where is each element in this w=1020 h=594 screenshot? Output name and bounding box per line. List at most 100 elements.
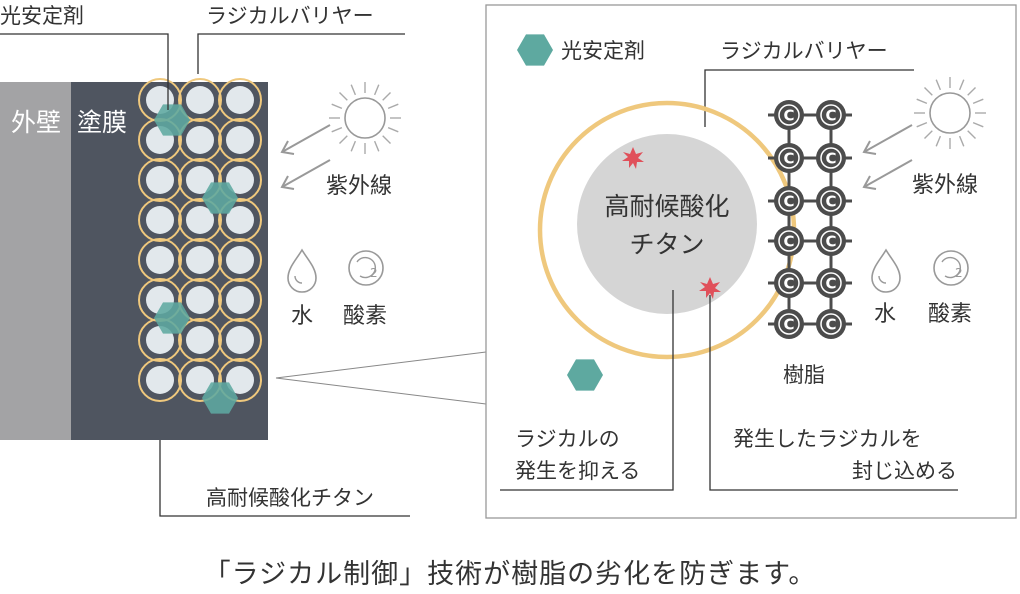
suppress-label-line2: 発生を抑える xyxy=(515,459,640,483)
svg-text:C: C xyxy=(783,193,794,211)
carbon-atom: C xyxy=(774,186,804,216)
barrier-ring xyxy=(178,198,222,242)
carbon-atom: C xyxy=(774,226,804,256)
detail-light-stabilizer-label: 光安定剤 xyxy=(561,39,645,63)
light-stabilizer-leader xyxy=(0,33,169,110)
titanium-particle xyxy=(186,286,214,314)
detail-radical-barrier-label: ラジカルバリヤー xyxy=(720,39,888,63)
titanium-particle xyxy=(226,166,254,194)
titanium-particle xyxy=(226,286,254,314)
titanium-leader xyxy=(159,440,410,517)
radical-barrier-label: ラジカルバリヤー xyxy=(206,4,374,28)
titanium-particle xyxy=(186,366,214,394)
titanium-particle xyxy=(186,246,214,274)
titanium-particle-grid xyxy=(138,78,262,414)
coating-label-char1: 塗膜 xyxy=(77,108,127,137)
oxygen-icon: 2 xyxy=(348,250,384,286)
resin-label: 樹脂 xyxy=(783,363,825,387)
titanium-label-line2: チタン xyxy=(629,230,704,259)
titanium-particle xyxy=(186,166,214,194)
carbon-atom: C xyxy=(774,100,804,130)
titanium-particle xyxy=(226,126,254,154)
titanium-label-line1: 高耐候酸化 xyxy=(604,192,729,221)
titanium-particle xyxy=(226,246,254,274)
barrier-ring xyxy=(178,278,222,322)
titanium-particle xyxy=(146,166,174,194)
uv-arrow-icon xyxy=(281,124,331,155)
svg-text:2: 2 xyxy=(955,266,963,280)
barrier-ring xyxy=(138,238,182,282)
carbon-atom: C xyxy=(816,186,846,216)
barrier-ring xyxy=(178,118,222,162)
callout-connector xyxy=(275,377,487,405)
barrier-ring xyxy=(218,198,262,242)
detail-water-label: 水 xyxy=(874,302,896,327)
titanium-core xyxy=(577,134,757,314)
barrier-ring xyxy=(138,358,182,402)
titanium-label: 高耐候酸化チタン xyxy=(206,486,374,510)
barrier-ring xyxy=(218,318,262,362)
detail-uv-label: 紫外線 xyxy=(912,173,978,198)
barrier-ring xyxy=(178,158,222,202)
barrier-ring xyxy=(218,78,262,122)
barrier-ring xyxy=(138,158,182,202)
barrier-ring xyxy=(218,358,262,402)
svg-text:C: C xyxy=(825,107,836,125)
barrier-ring xyxy=(178,238,222,282)
sun-icon xyxy=(328,81,402,155)
carbon-atom: C xyxy=(774,268,804,298)
contain-label-line1: 発生したラジカルを xyxy=(733,427,922,451)
barrier-ring xyxy=(218,118,262,162)
oxygen-icon: 2 xyxy=(933,250,969,286)
svg-text:C: C xyxy=(783,275,794,293)
titanium-particle xyxy=(186,206,214,234)
callout-connector xyxy=(275,351,487,379)
titanium-particle xyxy=(226,326,254,354)
titanium-particle xyxy=(226,206,254,234)
contain-label-line2: 封じ込める xyxy=(852,459,957,483)
titanium-particle xyxy=(186,326,214,354)
wall-layer xyxy=(0,82,71,440)
caption: 「ラジカル制御」技術が樹脂の劣化を防ぎます。 xyxy=(203,559,817,590)
svg-text:C: C xyxy=(783,107,794,125)
carbon-atom: C xyxy=(774,143,804,173)
suppress-label-line1: ラジカルの xyxy=(515,427,620,451)
contain-leader xyxy=(709,295,958,491)
light-stabilizer-label: 光安定剤 xyxy=(0,4,84,28)
barrier-ring xyxy=(178,358,222,402)
uv-label: 紫外線 xyxy=(326,174,392,199)
carbon-atom: C xyxy=(816,309,846,339)
barrier-ring xyxy=(218,278,262,322)
titanium-particle xyxy=(226,86,254,114)
svg-text:2: 2 xyxy=(370,266,378,280)
svg-text:C: C xyxy=(783,150,794,168)
titanium-particle xyxy=(226,366,254,394)
titanium-particle xyxy=(186,86,214,114)
svg-text:C: C xyxy=(825,150,836,168)
svg-text:C: C xyxy=(825,316,836,334)
barrier-ring xyxy=(218,238,262,282)
uv-arrow-icon xyxy=(281,159,331,190)
svg-text:C: C xyxy=(825,275,836,293)
barrier-ring xyxy=(218,158,262,202)
titanium-particle xyxy=(146,366,174,394)
barrier-ring xyxy=(138,198,182,242)
titanium-particle xyxy=(186,126,214,154)
svg-text:C: C xyxy=(783,316,794,334)
detail-oxygen-label: 酸素 xyxy=(928,302,972,327)
titanium-particle xyxy=(146,206,174,234)
carbon-atom: C xyxy=(816,143,846,173)
carbon-atom: C xyxy=(816,268,846,298)
water-icon xyxy=(287,249,317,293)
water-label: 水 xyxy=(291,304,313,329)
radical-barrier-leader xyxy=(197,33,405,74)
svg-text:C: C xyxy=(825,193,836,211)
suppress-leader xyxy=(500,290,674,491)
barrier-ring xyxy=(178,78,222,122)
carbon-atom: C xyxy=(816,100,846,130)
carbon-atom: C xyxy=(816,226,846,256)
oxygen-label: 酸素 xyxy=(343,304,387,329)
svg-text:C: C xyxy=(825,233,836,251)
wall-label-char1: 外壁 xyxy=(11,108,61,137)
